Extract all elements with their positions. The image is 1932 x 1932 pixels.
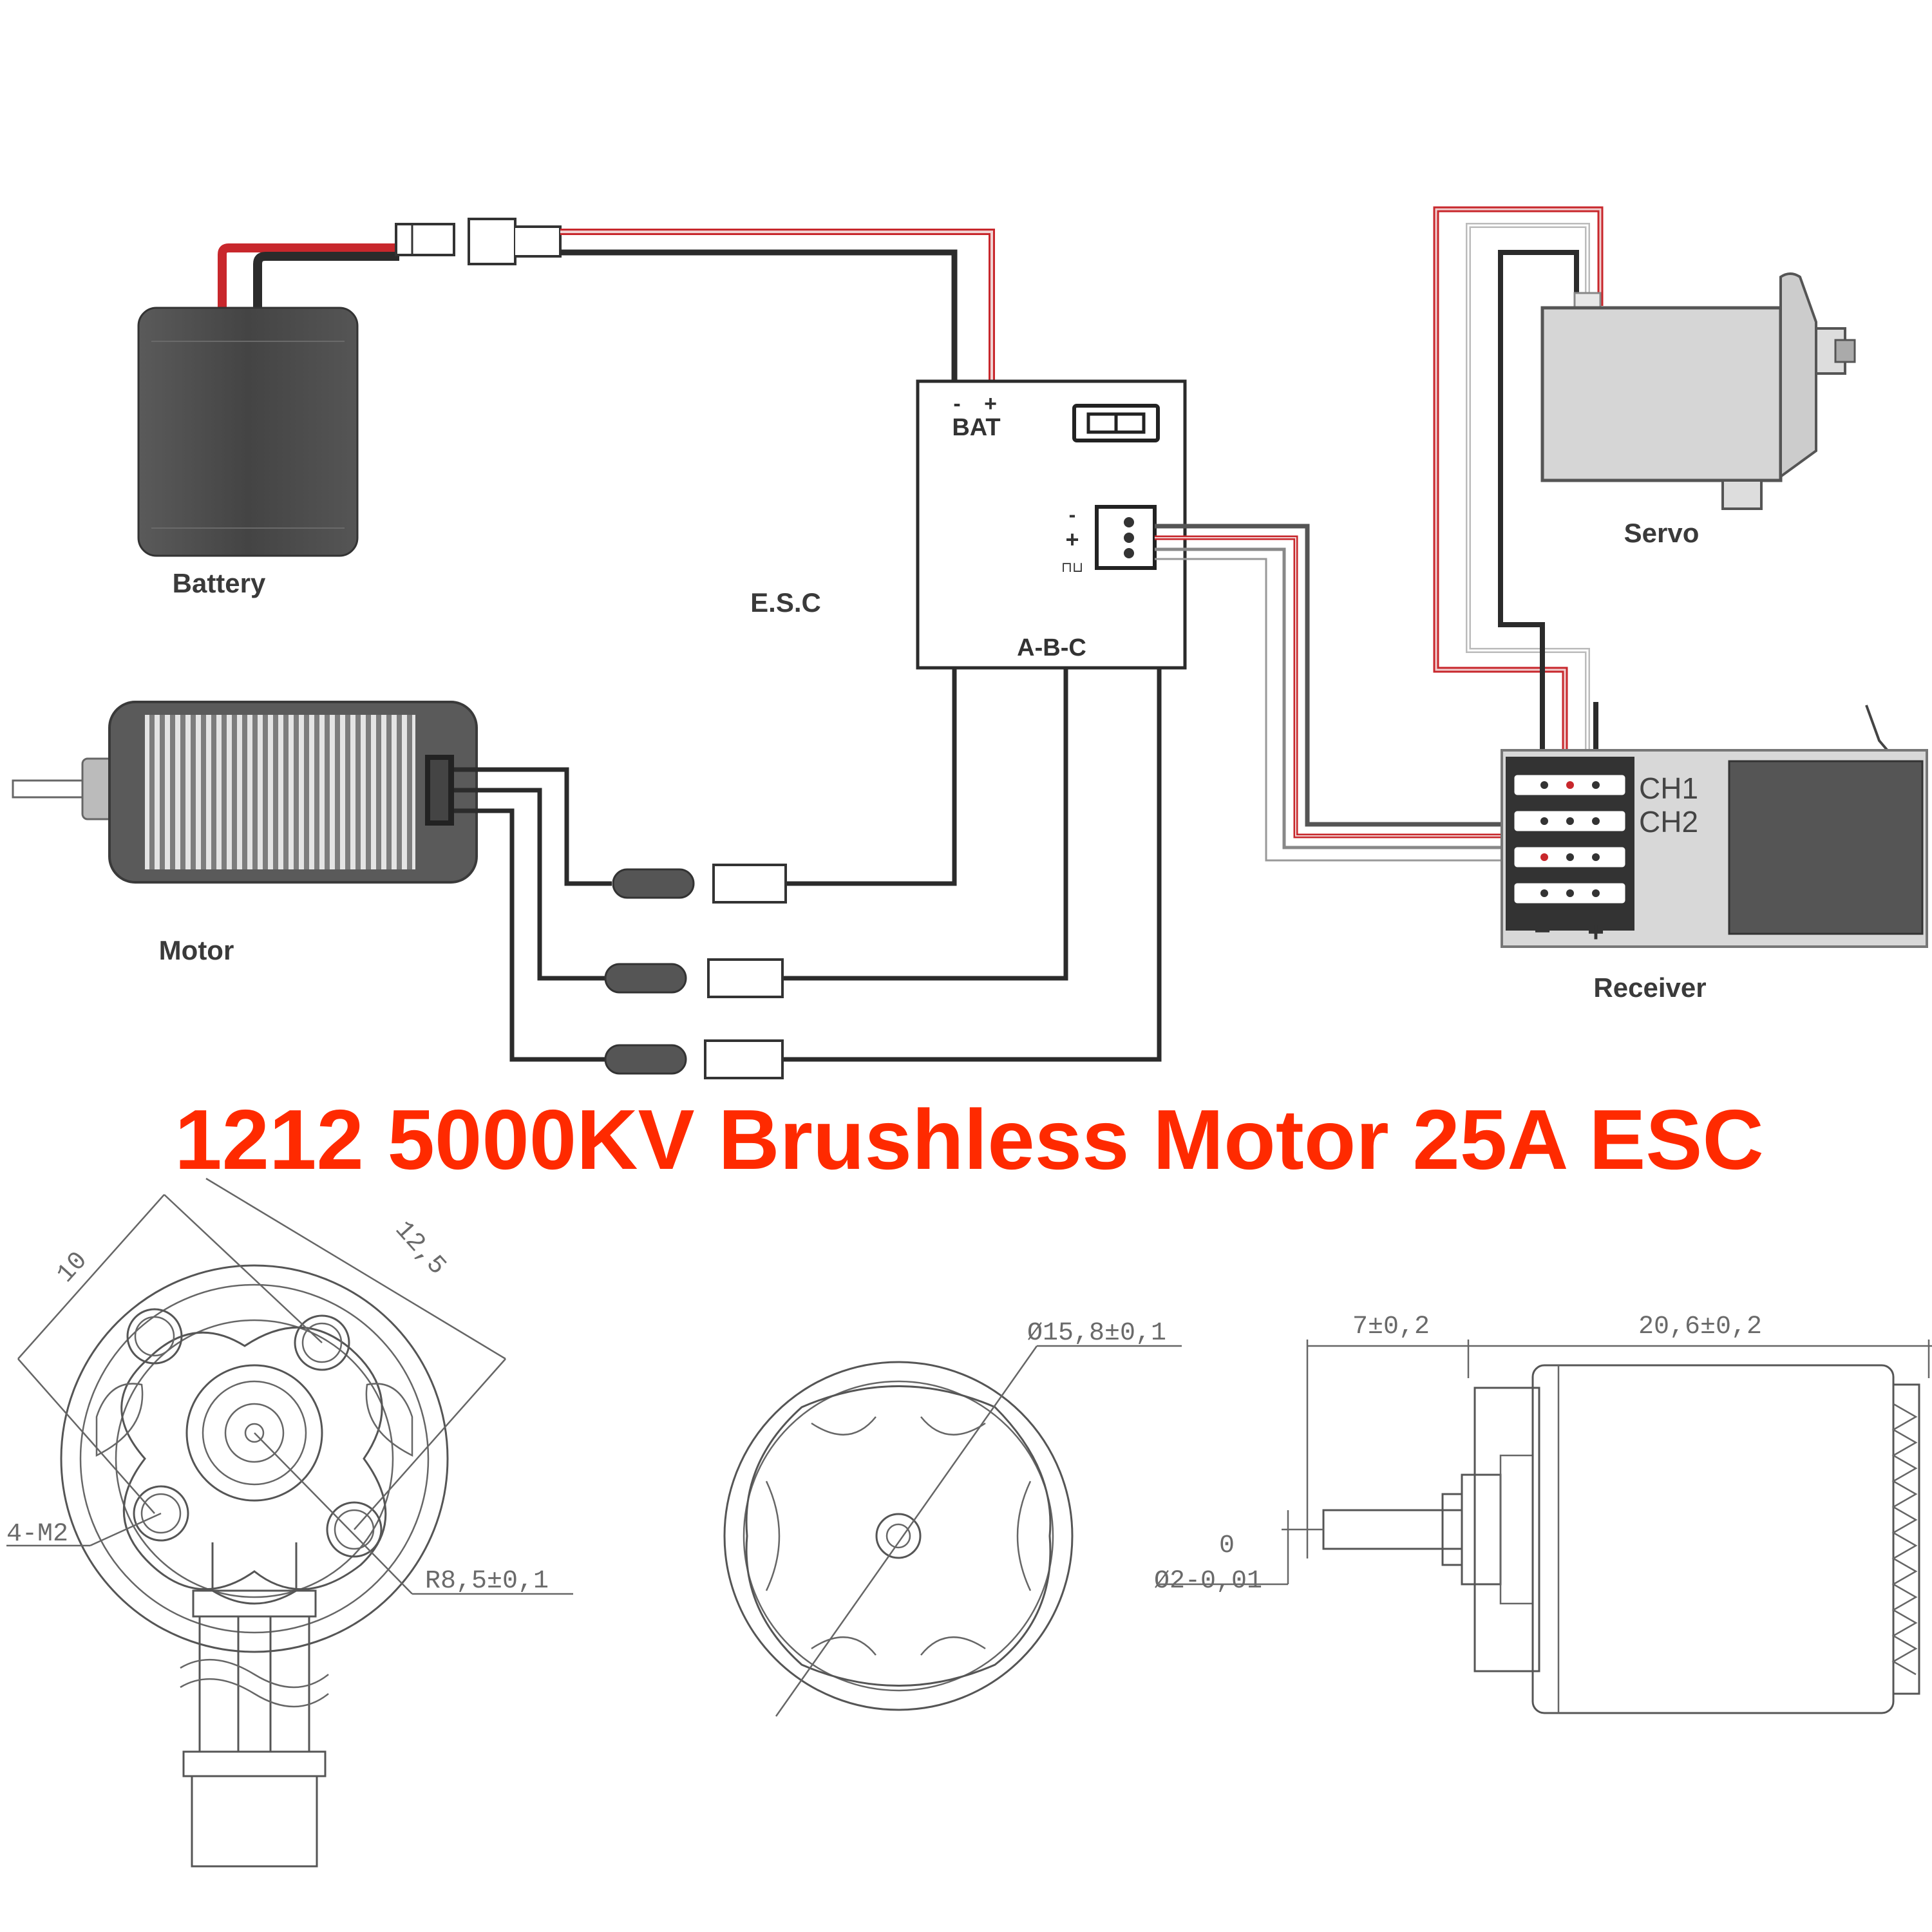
receiver-label: Receiver (1593, 972, 1706, 1003)
esc-signal-plus: + (1065, 526, 1079, 553)
battery-to-esc-wires (560, 229, 995, 381)
motor-label: Motor (159, 935, 234, 965)
front-holes-label: 4-M2 (6, 1520, 68, 1549)
esc-to-receiver-wires (1155, 524, 1510, 862)
esc-signal-minus: - (1069, 503, 1076, 526)
esc-label: E.S.C (750, 587, 821, 618)
motor-bullet-connectors (604, 864, 787, 1079)
front-dim-10: 10 (52, 1247, 94, 1289)
side-body-length: 20,6±0,2 (1638, 1312, 1762, 1341)
product-title: 1212 5000KV Brushless Motor 25A ESC (175, 1092, 1764, 1187)
receiver-minus-label: − (1534, 915, 1551, 947)
battery-connector (395, 218, 562, 265)
front-view-drawing: 10 12,5 4-M2 R8,5±0,1 (6, 1177, 573, 1868)
receiver-plus-label: + (1587, 916, 1604, 948)
motor-phase-wires (454, 668, 1162, 1062)
side-view-drawing: 7±0,2 20,6±0,2 0 Ø2-0,01 (1154, 1312, 1932, 1714)
receiver-ch2-label: CH2 (1639, 805, 1698, 838)
side-tolerance-top: 0 (1219, 1531, 1235, 1560)
motor: Motor (12, 701, 478, 965)
rear-diameter-label: Ø15,8±0,1 (1027, 1319, 1166, 1348)
servo: Servo (1540, 272, 1856, 548)
battery-label: Battery (173, 568, 266, 598)
front-radius-label: R8,5±0,1 (425, 1567, 549, 1596)
esc-signal-port (1095, 505, 1157, 570)
esc-signal-pulse: ⊓⊔ (1061, 559, 1083, 575)
receiver-ch1-label: CH1 (1639, 772, 1698, 805)
esc-bat-plus: + (984, 392, 997, 416)
esc-phase-label: A-B-C (1017, 634, 1086, 661)
side-shaft-diameter: Ø2-0,01 (1154, 1567, 1262, 1596)
esc: - + BAT - + ⊓⊔ A-B-C (916, 379, 1187, 670)
battery: Battery (137, 243, 399, 598)
esc-bat-minus: - (953, 392, 960, 416)
esc-bat-label: BAT (952, 414, 1000, 441)
receiver: CH1 CH2 − + Receiver (1501, 705, 1928, 1003)
receiver-pin-rows (1512, 773, 1627, 905)
side-shaft-length: 7±0,2 (1352, 1312, 1430, 1341)
rear-view-drawing: Ø15,8±0,1 (723, 1319, 1182, 1717)
front-dim-12-5: 12,5 (388, 1216, 451, 1281)
servo-label: Servo (1624, 518, 1700, 548)
